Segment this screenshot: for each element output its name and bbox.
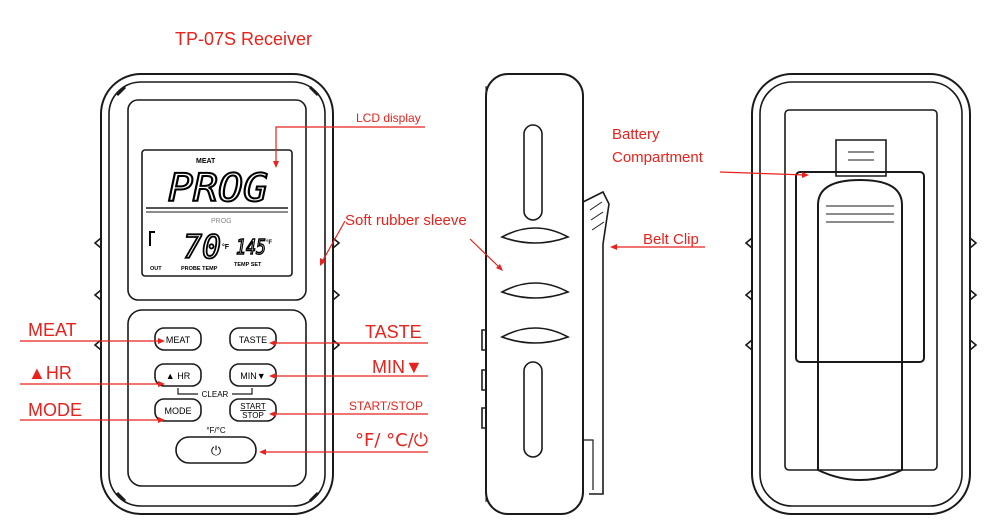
unit-label: °F/°C [206,426,226,435]
lcd-probe-unit: °F [222,243,230,251]
power-icon: ⏻ [211,444,221,459]
belt-clip-ridges [826,205,894,223]
front-view [93,73,341,515]
back-recess [784,109,938,471]
back-side-grips [744,237,978,351]
mode-button-label: MODE [165,406,192,416]
meat-label: MEAT [28,320,77,340]
mode-button[interactable] [154,398,202,422]
side-grip-1 [500,227,570,244]
side-grip-2 [500,282,570,299]
keypad-panel [127,309,307,487]
lcd-set-temp: 145 [236,235,266,259]
lcd-top-label: MEAT [196,158,216,165]
lcd-callout-line [275,126,425,165]
lcd-probe-temp-label: PROBE TEMP [181,266,218,272]
back-sleeve [751,73,971,515]
lcd-contents: MEAT PROG PROG 70 °F 145 °F OUT PROBE TE… [149,158,272,272]
front-side-grips [93,237,341,351]
side-grip-3 [500,327,570,344]
battery-label-line1: Battery [612,126,660,143]
lcd-screen [141,149,293,277]
callout-lines [20,126,807,453]
unit-power-label: °F/ °C/⏻ [355,430,429,451]
stop-label: STOP [242,411,264,420]
hr-button-label: ▲ HR [166,371,191,381]
belt-clip-teeth [589,201,605,231]
clear-label: CLEAR [202,390,229,399]
front-sleeve-inner [108,81,326,507]
lcd-prog-label: PROG [211,218,232,225]
diagram-title: TP-07S Receiver [175,29,313,49]
button-labels: MEAT TASTE ▲ HR MIN▼ CLEAR MODE START ST… [165,335,268,459]
sleeve-callout-line [321,220,346,263]
min-button-label: MIN▼ [240,371,265,381]
belt-clip-label: Belt Clip [643,231,699,248]
display-panel [127,99,307,301]
callout-arrowheads [158,161,809,455]
belt-clip-profile [582,190,610,495]
lcd-probe-temp: 70 [183,228,221,266]
back-sleeve-inner [759,81,963,507]
side-body [485,73,584,515]
side-slot-bottom [523,361,543,458]
front-corner-slots [115,85,320,503]
clip-hinge [835,139,887,177]
belt-clip-lower [583,439,594,490]
battery-compartment [795,171,925,363]
clear-bracket [177,388,253,395]
meat-button-label: MEAT [166,335,191,345]
battery-label-line2: Compartment [612,149,703,166]
lcd-out-label: OUT [150,266,162,272]
sleeve-side-callout-line [469,238,501,269]
start-label: START [240,402,266,411]
lcd-set-unit: °F [266,240,272,246]
hr-label: ▲HR [28,363,72,383]
clip-hinge-lines [848,151,874,161]
lcd-display-label: LCD display [356,111,421,125]
lcd-temp-set-label: TEMP SET [234,262,262,268]
taste-button-label: TASTE [239,335,267,345]
taste-button[interactable] [229,327,277,351]
lcd-bracket-icon [149,231,155,246]
meat-button[interactable] [154,327,202,351]
hr-button[interactable] [154,363,202,387]
front-sleeve [100,73,334,515]
taste-label: TASTE [365,322,422,342]
start-stop-label: START/STOP [349,399,424,413]
min-label: MIN▼ [372,357,423,377]
lcd-main-readout: PROG [168,166,268,210]
belt-clip [817,178,903,481]
side-slot-top [523,124,543,221]
soft-rubber-sleeve-label: Soft rubber sleeve [345,212,467,229]
side-view [481,73,610,515]
start-stop-button[interactable] [229,398,277,422]
power-button[interactable] [175,436,257,464]
back-view [744,73,978,515]
battery-callout-line [719,171,807,176]
mode-label: MODE [28,400,82,420]
side-ridges [481,329,486,429]
